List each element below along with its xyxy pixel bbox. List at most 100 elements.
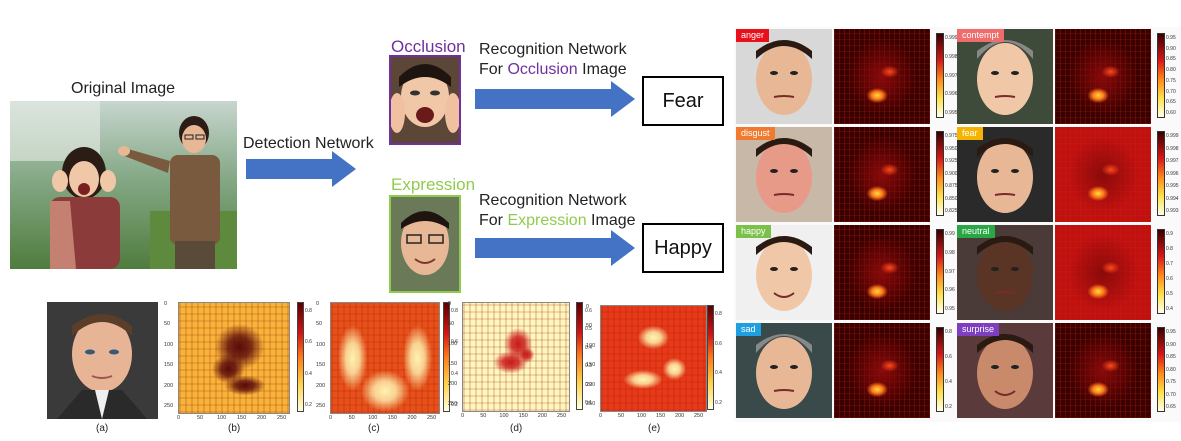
emotion-colorbar-tick-fear: 0.996 xyxy=(1166,170,1179,177)
caption-b: (b) xyxy=(228,423,241,434)
emotion-colorbar-tick-happy: 0.98 xyxy=(945,249,955,256)
emotion-colorbar-tick-contempt: 0.90 xyxy=(1166,45,1176,52)
recognition-network-occ-line1: Recognition Network xyxy=(479,41,627,58)
axis-tick-y-b: 0 xyxy=(164,301,168,307)
emotion-colorbar-neutral xyxy=(1157,229,1165,314)
emotion-colorbar-anger xyxy=(936,33,944,118)
emotion-colorbar-tick-sad: 0.2 xyxy=(945,404,952,410)
emotion-tag-disgust: disgust xyxy=(736,127,775,140)
emotion-tag-anger: anger xyxy=(736,29,770,42)
emotion-face-disgust xyxy=(736,127,832,222)
emotion-heatmap-contempt xyxy=(1055,29,1151,124)
axis-tick-x-d: 250 xyxy=(557,413,567,419)
colorbar-tick-d: 0.2 xyxy=(585,381,592,388)
emotion-colorbar-tick-disgust: 0.950 xyxy=(945,145,958,152)
emotion-colorbar-tick-surprise: 0.65 xyxy=(1166,404,1176,410)
emotion-face-sad xyxy=(736,323,832,418)
emotion-colorbar-tick-neutral: 0.6 xyxy=(1166,276,1173,282)
caption-d: (d) xyxy=(510,423,523,434)
emotion-colorbar-tick-fear: 0.999 xyxy=(1166,133,1179,139)
recog-exp-suffix: Image xyxy=(586,212,636,229)
emotion-heatmap-neutral xyxy=(1055,225,1151,320)
axis-tick-x-c: 0 xyxy=(329,415,333,421)
emotion-colorbar-tick-neutral: 0.7 xyxy=(1166,261,1173,267)
colorbar-tick-d: 0.6 xyxy=(585,308,592,314)
expression-label: Expression xyxy=(391,175,476,194)
emotion-colorbar-tick-disgust: 0.900 xyxy=(945,170,958,177)
emotion-colorbar-tick-fear: 0.995 xyxy=(1166,183,1179,189)
emotion-colorbar-tick-surprise: 0.90 xyxy=(1166,341,1176,348)
axis-tick-y-b: 250 xyxy=(164,403,174,409)
axis-tick-x-d: 100 xyxy=(499,413,509,419)
axis-tick-x-c: 200 xyxy=(407,415,417,421)
axis-tick-y-c: 150 xyxy=(316,362,326,369)
axis-tick-x-b: 150 xyxy=(237,415,247,421)
emotion-colorbar-tick-disgust: 0.825 xyxy=(945,208,958,214)
emotion-colorbar-tick-happy: 0.97 xyxy=(945,268,955,275)
emotion-colorbar-tick-contempt: 0.95 xyxy=(1166,35,1176,41)
axis-tick-y-b: 200 xyxy=(164,382,174,389)
recognition-network-exp-line1: Recognition Network xyxy=(479,192,627,209)
occlusion-arrow-icon xyxy=(475,81,635,117)
emotion-tag-happy: happy xyxy=(736,225,771,238)
emotion-colorbar-tick-contempt: 0.65 xyxy=(1166,99,1176,106)
expression-face-crop xyxy=(389,195,461,293)
axis-tick-y-e: 0 xyxy=(586,304,590,310)
occlusion-label: Occlusion xyxy=(391,37,466,56)
emotion-tag-surprise: surprise xyxy=(957,323,1000,336)
axis-tick-x-d: 200 xyxy=(537,413,547,419)
occlusion-face-crop xyxy=(389,55,461,145)
axis-tick-y-e: 150 xyxy=(586,362,596,369)
emotion-colorbar-tick-fear: 0.993 xyxy=(1166,208,1179,214)
axis-tick-x-e: 50 xyxy=(618,413,625,419)
emotion-tag-sad: sad xyxy=(736,323,761,336)
heatmap-d xyxy=(462,302,570,412)
emotion-face-contempt xyxy=(957,29,1053,124)
emotion-heatmap-sad xyxy=(834,323,930,418)
emotion-colorbar-contempt xyxy=(1157,33,1165,118)
recog-exp-prefix: For xyxy=(479,212,508,229)
recog-occ-highlight: Occlusion xyxy=(507,61,578,78)
axis-tick-y-d: 50 xyxy=(448,321,455,327)
axis-tick-y-d: 100 xyxy=(448,341,458,347)
emotion-colorbar-tick-neutral: 0.5 xyxy=(1166,291,1173,297)
recog-occ-suffix: Image xyxy=(577,61,627,78)
axis-tick-x-b: 250 xyxy=(277,415,287,421)
axis-tick-x-c: 50 xyxy=(348,415,355,421)
colorbar-tick-b: 0.6 xyxy=(305,339,312,346)
recog-occ-prefix: For xyxy=(479,61,508,78)
emotion-colorbar-tick-contempt: 0.80 xyxy=(1166,67,1176,74)
emotion-colorbar-sad xyxy=(936,327,944,412)
emotion-colorbar-tick-sad: 0.6 xyxy=(945,354,952,360)
emotion-colorbar-tick-fear: 0.997 xyxy=(1166,158,1179,164)
axis-tick-y-d: 150 xyxy=(448,361,458,367)
colorbar-tick-b: 0.8 xyxy=(305,308,312,314)
axis-tick-y-e: 100 xyxy=(586,342,596,349)
axis-tick-y-e: 200 xyxy=(586,381,596,388)
emotion-face-surprise xyxy=(957,323,1053,418)
emotion-heatmap-fear xyxy=(1055,127,1151,222)
emotion-heatmap-happy xyxy=(834,225,930,320)
colorbar-d xyxy=(576,302,583,410)
axis-tick-x-c: 250 xyxy=(427,415,437,421)
axis-tick-x-e: 200 xyxy=(675,413,685,419)
emotion-face-neutral xyxy=(957,225,1053,320)
emotion-tag-neutral: neutral xyxy=(957,225,995,238)
original-image-label: Original Image xyxy=(71,80,176,97)
axis-tick-x-c: 150 xyxy=(387,415,397,421)
axis-tick-x-b: 0 xyxy=(177,415,181,421)
emotion-colorbar-tick-disgust: 0.925 xyxy=(945,158,958,164)
colorbar-e xyxy=(707,305,714,410)
man-face-photo xyxy=(47,302,158,419)
axis-tick-x-b: 200 xyxy=(257,415,267,421)
caption-e: (e) xyxy=(648,423,661,434)
axis-tick-y-e: 250 xyxy=(586,401,596,407)
axis-tick-x-d: 0 xyxy=(461,413,465,419)
colorbar-tick-e: 0.8 xyxy=(715,311,722,317)
emotion-colorbar-tick-surprise: 0.70 xyxy=(1166,391,1176,398)
emotion-colorbar-tick-sad: 0.4 xyxy=(945,379,952,385)
colorbar-c xyxy=(443,302,450,412)
axis-tick-y-d: 200 xyxy=(448,381,458,387)
axis-tick-x-b: 100 xyxy=(217,415,227,421)
caption-c: (c) xyxy=(368,423,380,434)
